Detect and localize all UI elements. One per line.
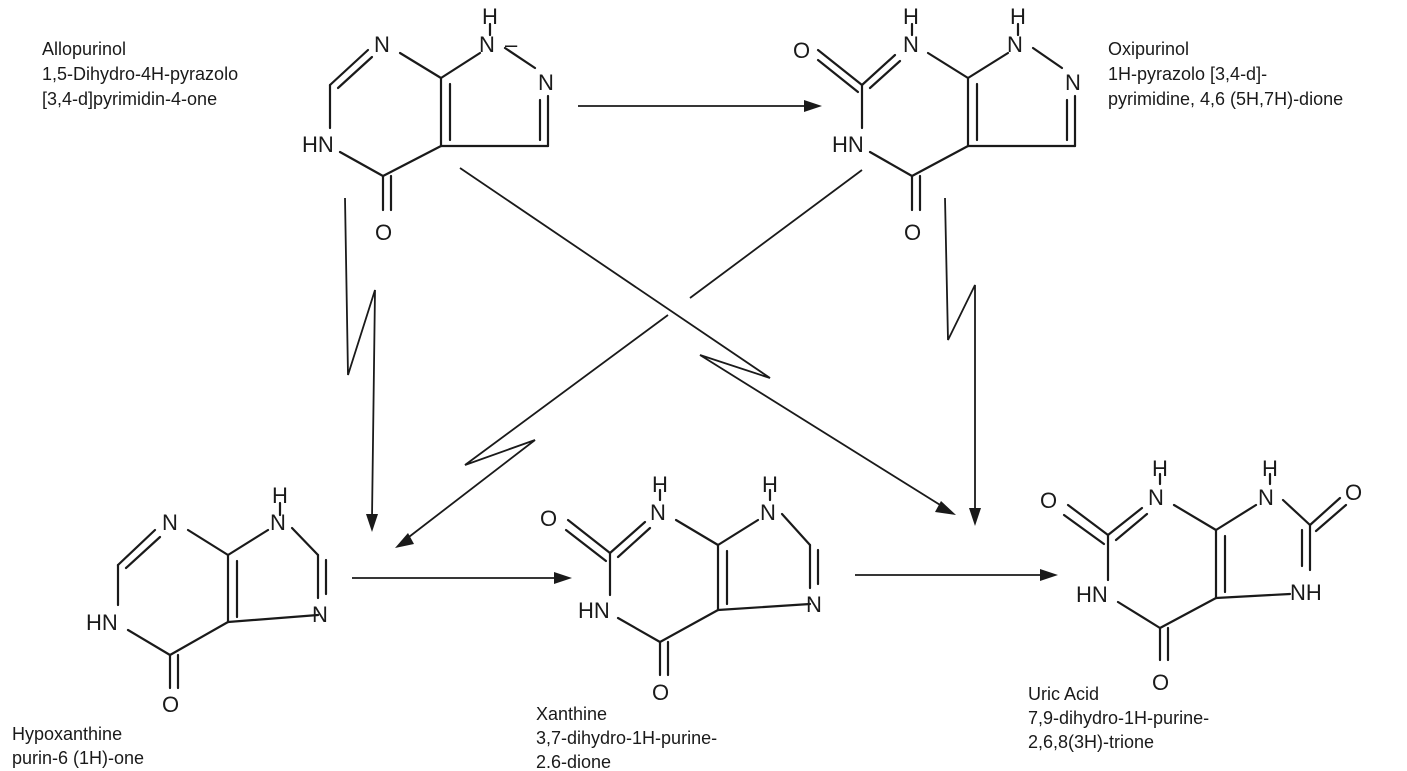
- atom-n: N: [270, 510, 286, 535]
- arrow-allopurinol-to-uric-acid: [459, 167, 956, 515]
- uric-acid-structure: O H N H N O HN NH O: [1040, 456, 1362, 695]
- arrow-allopurinol-to-hypoxanthine: [344, 197, 378, 532]
- atom-o: O: [652, 680, 669, 705]
- atom-n: N: [1258, 485, 1274, 510]
- label-allopurinol: Allopurinol 1,5-Dihydro-4H-pyrazolo [3,4…: [42, 39, 238, 109]
- atom-n: N: [1065, 70, 1081, 95]
- uric-acid-iupac-line2: 2,6,8(3H)-trione: [1028, 732, 1154, 752]
- atom-n: N: [806, 592, 822, 617]
- atom-nh: NH: [1290, 580, 1322, 605]
- atom-n: N: [479, 32, 495, 57]
- xanthine-iupac-line2: 2.6-dione: [536, 752, 611, 771]
- allopurinol-structure: N H N – N HN O: [302, 4, 554, 245]
- atom-o: O: [540, 506, 557, 531]
- atom-h: H: [762, 472, 778, 497]
- atom-n: N: [903, 32, 919, 57]
- allopurinol-name: Allopurinol: [42, 39, 126, 59]
- atom-n: N: [1148, 485, 1164, 510]
- arrow-hypoxanthine-to-xanthine: [352, 572, 572, 584]
- atom-hn: HN: [86, 610, 118, 635]
- atom-h: H: [903, 4, 919, 29]
- atom-o: O: [793, 38, 810, 63]
- hypoxanthine-name: Hypoxanthine: [12, 724, 122, 744]
- uric-acid-name: Uric Acid: [1028, 684, 1099, 704]
- label-oxipurinol: Oxipurinol 1H-pyrazolo [3,4-d]- pyrimidi…: [1108, 39, 1343, 109]
- arrow-xanthine-to-uric-acid: [855, 569, 1058, 581]
- atom-n: N: [162, 510, 178, 535]
- atom-hn: HN: [1076, 582, 1108, 607]
- allopurinol-iupac-line1: 1,5-Dihydro-4H-pyrazolo: [42, 64, 238, 84]
- atom-h: H: [272, 483, 288, 508]
- oxipurinol-structure: O H N H N N HN O: [793, 4, 1081, 245]
- uric-acid-iupac-line1: 7,9-dihydro-1H-purine-: [1028, 708, 1209, 728]
- oxipurinol-iupac-line1: 1H-pyrazolo [3,4-d]-: [1108, 64, 1267, 84]
- atom-o: O: [1345, 480, 1362, 505]
- xanthine-name: Xanthine: [536, 704, 607, 724]
- atom-o: O: [904, 220, 921, 245]
- xanthine-iupac-line1: 3,7-dihydro-1H-purine-: [536, 728, 717, 748]
- label-hypoxanthine: Hypoxanthine purin-6 (1H)-one: [12, 724, 144, 768]
- atom-hn: HN: [578, 598, 610, 623]
- hypoxanthine-structure: N H N HN N O: [86, 483, 328, 717]
- label-xanthine: Xanthine 3,7-dihydro-1H-purine- 2.6-dion…: [536, 704, 717, 771]
- atom-o: O: [1040, 488, 1057, 513]
- atom-n: N: [374, 32, 390, 57]
- arrow-oxipurinol-to-hypoxanthine: [395, 169, 863, 548]
- atom-n: N: [1007, 32, 1023, 57]
- atom-o: O: [162, 692, 179, 717]
- arrow-allopurinol-to-oxipurinol: [578, 100, 822, 112]
- atom-n: N: [760, 500, 776, 525]
- label-uric-acid: Uric Acid 7,9-dihydro-1H-purine- 2,6,8(3…: [1028, 684, 1209, 752]
- xanthine-structure: O H N H N HN N O: [540, 472, 822, 705]
- atom-h: H: [1010, 4, 1026, 29]
- arrow-oxipurinol-to-uric-acid: [944, 197, 981, 526]
- oxipurinol-name: Oxipurinol: [1108, 39, 1189, 59]
- atom-h: H: [1262, 456, 1278, 481]
- atom-o: O: [375, 220, 392, 245]
- allopurinol-iupac-line2: [3,4-d]pyrimidin-4-one: [42, 89, 217, 109]
- atom-n: N: [312, 602, 328, 627]
- atom-n: N: [538, 70, 554, 95]
- atom-h: H: [482, 4, 498, 29]
- oxipurinol-iupac-line2: pyrimidine, 4,6 (5H,7H)-dione: [1108, 89, 1343, 109]
- atom-h: H: [1152, 456, 1168, 481]
- atom-hn: HN: [302, 132, 334, 157]
- atom-h: H: [652, 472, 668, 497]
- atom-o: O: [1152, 670, 1169, 695]
- atom-hn: HN: [832, 132, 864, 157]
- atom-n: N: [650, 500, 666, 525]
- hypoxanthine-iupac-line1: purin-6 (1H)-one: [12, 748, 144, 768]
- atom-h-suffix: –: [505, 32, 518, 57]
